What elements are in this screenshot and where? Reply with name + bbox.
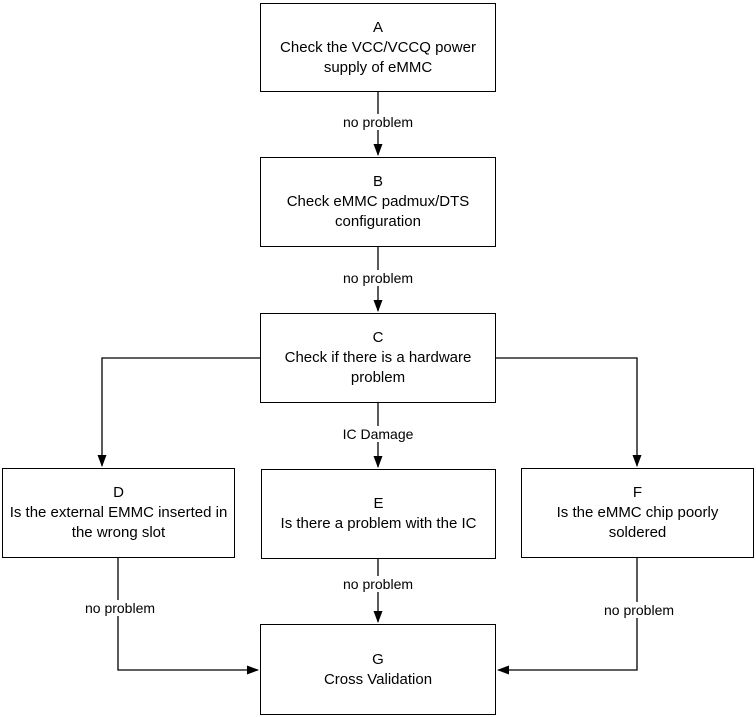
node-g: G Cross Validation [260, 624, 496, 715]
node-g-letter: G [372, 650, 384, 668]
node-b: B Check eMMC padmux/DTS configuration [260, 157, 496, 247]
node-a-text: Check the VCC/VCCQ power supply of eMMC [280, 38, 476, 76]
node-a-letter: A [372, 18, 383, 36]
node-d: D Is the external EMMC inserted in the w… [2, 468, 235, 558]
edge-c-to-f [496, 357, 642, 467]
edge-label-e-g: no problem [340, 576, 416, 592]
edge-label-a-b: no problem [340, 114, 416, 130]
node-c-text: Check if there is a hardware problem [284, 349, 472, 386]
edge-label-d-g: no problem [82, 600, 158, 616]
node-c-letter: C [372, 329, 384, 346]
node-d-text: Is the external EMMC inserted in the wro… [9, 504, 228, 541]
node-f-text: Is the eMMC chip poorly soldered [556, 504, 719, 541]
edge-c-to-d [97, 357, 260, 467]
node-a: A Check the VCC/VCCQ power supply of eMM… [260, 3, 496, 92]
node-b-text: Check eMMC padmux/DTS configuration [286, 193, 470, 230]
node-e-letter: E [373, 495, 384, 512]
edge-label-b-c: no problem [340, 270, 416, 286]
edge-label-c-e: IC Damage [340, 426, 416, 442]
node-f: F Is the eMMC chip poorly soldered [521, 468, 754, 558]
edge-f-to-g [497, 558, 638, 675]
node-g-text: Cross Validation [323, 670, 433, 688]
edge-d-to-g [117, 558, 259, 675]
node-b-letter: B [372, 173, 383, 190]
edge-label-f-g: no problem [601, 602, 677, 618]
node-e: E Is there a problem with the IC [261, 469, 496, 559]
node-c: C Check if there is a hardware problem [260, 313, 496, 403]
node-d-letter: D [113, 484, 124, 501]
node-f-letter: F [632, 484, 643, 501]
node-e-text: Is there a problem with the IC [280, 515, 477, 532]
